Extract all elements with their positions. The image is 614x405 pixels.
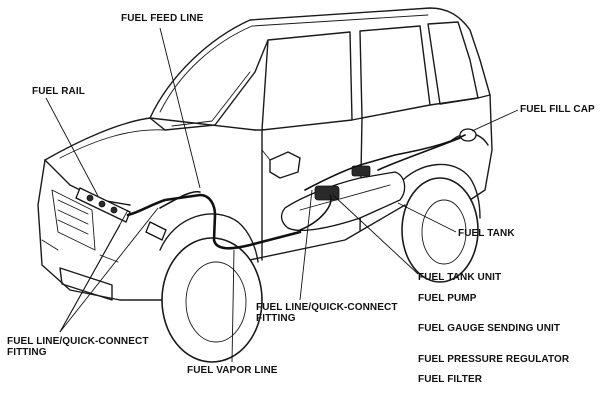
fuel-filter-part	[145, 221, 167, 241]
label-fuel-pressure-regulator: FUEL PRESSURE REGULATOR	[418, 354, 570, 365]
label-quick-connect-left-line1: FUEL LINE/QUICK-CONNECT	[7, 336, 149, 347]
label-quick-connect-left-line2: FITTING	[7, 347, 47, 358]
fuel-tank-unit-part	[314, 165, 371, 201]
label-fuel-pump: FUEL PUMP	[418, 293, 477, 304]
label-fuel-tank: FUEL TANK	[458, 228, 515, 239]
fuel-lines	[126, 134, 466, 250]
front-wheel	[161, 237, 263, 363]
fuel-fill-cap-part	[459, 128, 477, 142]
label-fuel-vapor-line: FUEL VAPOR LINE	[187, 365, 278, 376]
fuel-tank-part	[280, 171, 406, 231]
label-fuel-rail: FUEL RAIL	[32, 86, 85, 97]
label-fuel-fill-cap: FUEL FILL CAP	[520, 104, 595, 115]
label-fuel-feed-line: FUEL FEED LINE	[121, 13, 204, 24]
label-fuel-gauge-sending-unit: FUEL GAUGE SENDING UNIT	[418, 323, 561, 334]
label-fuel-tank-unit: FUEL TANK UNIT	[418, 272, 502, 283]
label-quick-connect-center: FUEL LINE/QUICK-CONNECT FITTING	[256, 302, 398, 324]
rear-wheel	[401, 177, 479, 283]
label-quick-connect-center-line1: FUEL LINE/QUICK-CONNECT	[256, 302, 398, 313]
leader-lines	[45, 27, 519, 363]
label-quick-connect-center-line2: FITTING	[256, 313, 296, 324]
fuel-rail-part	[75, 187, 131, 223]
label-quick-connect-left: FUEL LINE/QUICK-CONNECT FITTING	[7, 336, 149, 358]
label-fuel-filter: FUEL FILTER	[418, 374, 483, 385]
